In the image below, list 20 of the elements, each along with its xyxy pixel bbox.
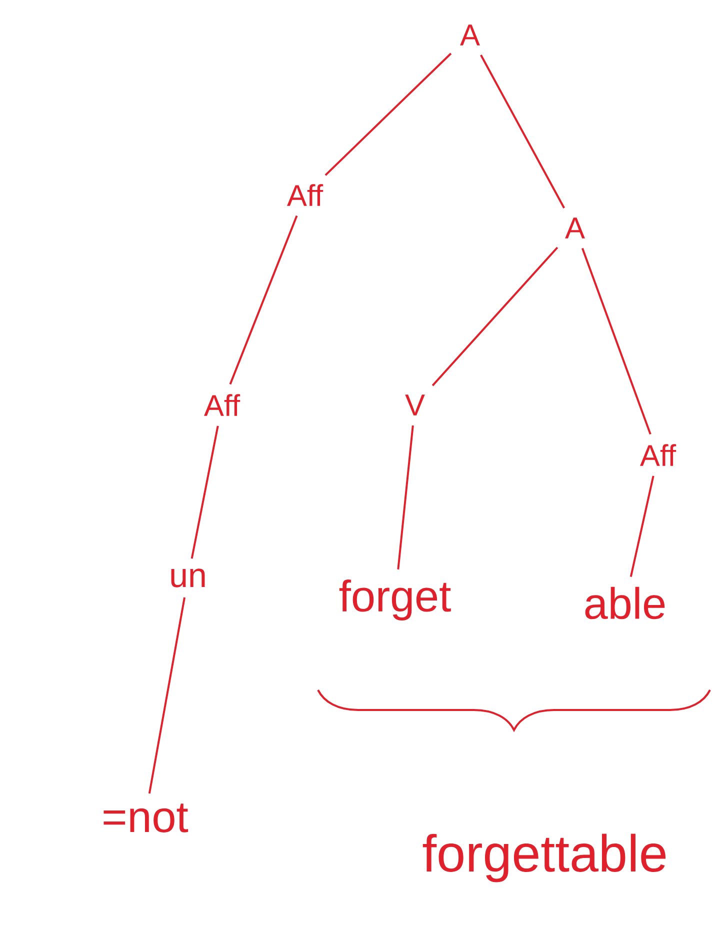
tree-branch [229, 215, 298, 385]
tree-branch [190, 426, 219, 559]
tree-branch [148, 597, 186, 794]
tree-branch [324, 52, 452, 176]
tree-label: forgettable [422, 834, 666, 882]
tree-label: Aff [204, 394, 240, 416]
tree-branch [397, 425, 414, 570]
tree-label: V [405, 394, 425, 416]
tree-branch [432, 246, 558, 386]
tree-label: Aff [287, 184, 324, 206]
tree-label: able [585, 586, 665, 620]
tree-label: forget [339, 580, 451, 620]
tree-label: un [171, 568, 205, 588]
tree-branch [630, 476, 654, 577]
tree-label: =not [104, 804, 188, 832]
tree-branch [480, 54, 565, 208]
tree-label: Aff [640, 444, 676, 466]
tree-label: A [460, 24, 480, 46]
tree-branch [581, 248, 652, 435]
tree-label: A [565, 218, 585, 238]
